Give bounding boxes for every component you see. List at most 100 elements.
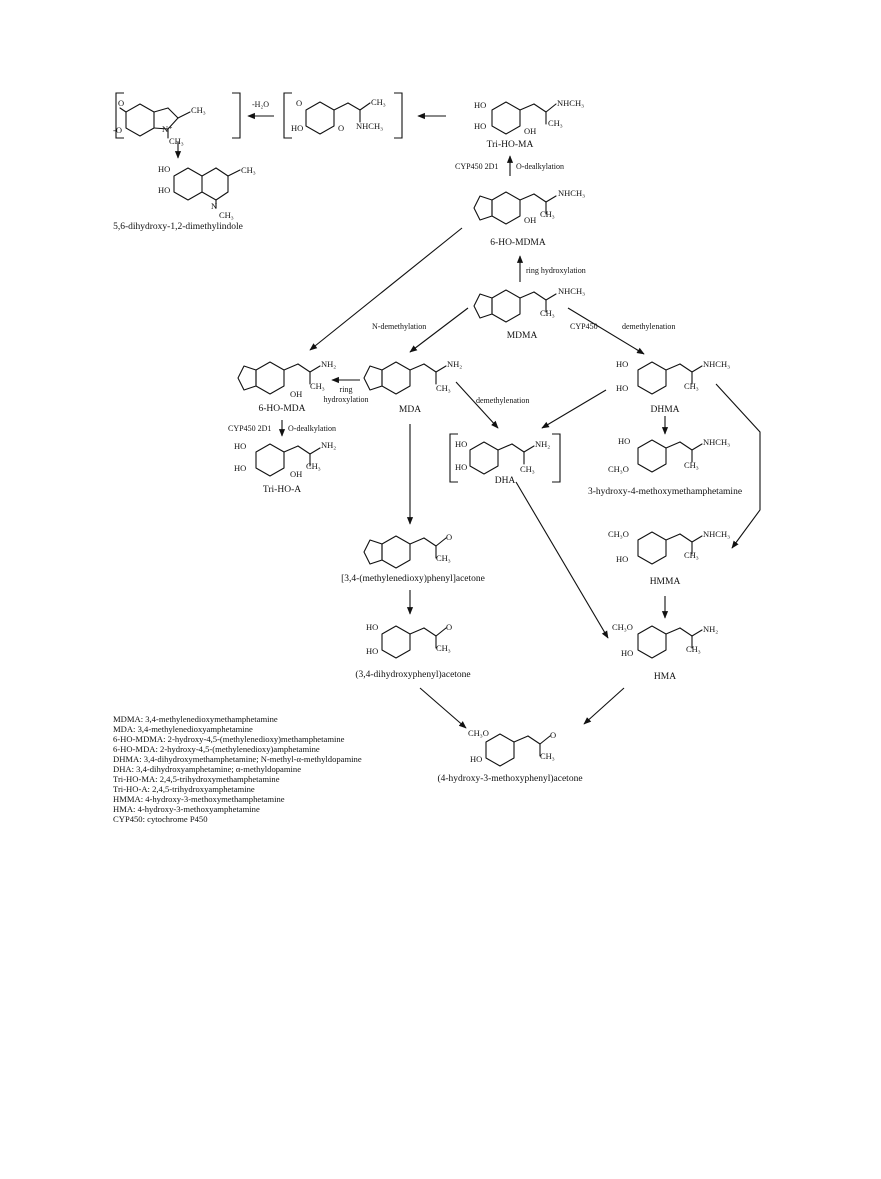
label-hmma: HMMA [649, 577, 681, 587]
label-mda: MDA [398, 405, 422, 415]
atom-ho: HO [470, 754, 483, 764]
label-tri-ho-ma: Tri-HO-MA [486, 140, 534, 150]
tri-ho-ma-structure [491, 101, 557, 135]
legend-item: HMA: 4-hydroxy-3-methoxyamphetamine [113, 804, 260, 814]
legend-item: MDMA: 3,4-methylenedioxymethamphetamine [113, 714, 278, 724]
label-indole: 5,6-dihydroxy-1,2-dimethylindole [113, 222, 243, 232]
atom-nhch3: NHCH₃ [356, 121, 384, 131]
atom-ch3: CH₃ [520, 464, 535, 474]
label-dhma: DHMA [650, 405, 680, 415]
arrow-6homdma-to-6homda [309, 227, 463, 351]
atom-ch3: CH₃ [684, 550, 699, 560]
atom-o: O [296, 98, 303, 108]
atom-nhch3: NHCH₃ [558, 286, 586, 296]
arrow-dhma-to-dha [541, 389, 607, 429]
label-tri-ho-a: Tri-HO-A [262, 485, 302, 495]
arrow-mdma-to-mda [409, 307, 469, 353]
cond-demethylenation-mda: demethylenation [476, 396, 530, 405]
atom-ch3: CH₃ [169, 136, 184, 146]
atom-ho: HO [621, 648, 634, 658]
legend-item: MDA: 3,4-methylenedioxyamphetamine [113, 724, 253, 734]
label-mdma: MDMA [506, 331, 538, 341]
trihydroxy-quinone-structure [305, 101, 371, 135]
atom-ho: HO [455, 439, 468, 449]
atom-n: N [211, 201, 218, 211]
dh-phenylacetone-structure [381, 625, 447, 659]
atom-ch3: CH₃ [684, 381, 699, 391]
atom-ch3: CH₃ [306, 461, 321, 471]
atom-ch3: CH₃ [540, 751, 555, 761]
legend-item: DHMA: 3,4-dihydroxymethamphetamine; N-me… [113, 754, 362, 764]
atom-oh: OH [290, 469, 303, 479]
cond-cyp2d1-top: CYP450 2D1 [455, 162, 499, 171]
atom-ho: HO [158, 164, 171, 174]
atom-ch3: CH₃ [436, 383, 451, 393]
atom-oh: OH [524, 126, 537, 136]
atom-o-minus: -O [113, 125, 122, 135]
atom-oh: OH [290, 389, 303, 399]
legend-item: 6-HO-MDA: 2-hydroxy-4,5-(methylenedioxy)… [113, 744, 320, 754]
atom-ch3: CH₃ [241, 165, 256, 175]
legend-item: Tri-HO-A: 2,4,5-trihydroxyamphetamine [113, 784, 255, 794]
cond-cyp450: CYP450 [570, 322, 598, 331]
tri-ho-a-structure [255, 443, 321, 477]
cond-n-demethylation: N-demethylation [372, 322, 427, 331]
6-ho-mdma-structure [473, 191, 557, 225]
cond-demethylenation-top: demethylenation [622, 322, 676, 331]
atom-ch3: CH₃ [436, 553, 451, 563]
cond-ring: ring [339, 385, 353, 394]
atom-oh: OH [524, 215, 537, 225]
atom-ho: HO [455, 462, 468, 472]
bracket-left-dha [449, 433, 458, 483]
bracket-right-dha [552, 433, 561, 483]
atom-ho: HO [474, 121, 487, 131]
arrow-dhpa-to-hmpa [419, 687, 467, 729]
bracket-right-1 [232, 92, 241, 139]
atom-nh2: NH₂ [447, 359, 463, 369]
legend-item: 6-HO-MDMA: 2-hydroxy-4,5-(methylenedioxy… [113, 734, 345, 744]
legend-item: Tri-HO-MA: 2,4,5-trihydroxymethamphetami… [113, 774, 280, 784]
atom-ho: HO [234, 463, 247, 473]
cond-odealk-bottom: O-dealkylation [288, 424, 336, 433]
atom-nhch3: NHCH₃ [703, 437, 731, 447]
atom-n-plus: N⁺ [162, 124, 173, 134]
atom-ch3: CH₃ [371, 97, 386, 107]
dha-structure [469, 441, 535, 475]
atom-ch3: CH₃ [540, 308, 555, 318]
label-md-phenylacetone: [3,4-(methylenedioxy)phenyl]acetone [341, 574, 485, 584]
label-6-ho-mda: 6-HO-MDA [258, 404, 306, 414]
atom-ho: HO [366, 646, 379, 656]
cond-hydroxylation: hydroxylation [323, 395, 369, 404]
atom-nhch3: NHCH₃ [703, 359, 731, 369]
atom-ho: HO [616, 554, 629, 564]
mda-structure [363, 361, 447, 395]
atom-ch3: CH₃ [540, 209, 555, 219]
indole-structure [173, 167, 241, 209]
atom-ho: HO [291, 123, 304, 133]
atom-ch3: CH₃ [684, 460, 699, 470]
atom-nh2: NH₂ [321, 359, 337, 369]
atom-ho: HO [158, 185, 171, 195]
atom-nh2: NH₂ [321, 440, 337, 450]
atom-ho: HO [616, 359, 629, 369]
atom-ch3: CH₃ [436, 643, 451, 653]
cond-cyp2d1-bottom: CYP450 2D1 [228, 424, 272, 433]
legend-item: HMMA: 4-hydroxy-3-methoxymethamphetamine [113, 794, 285, 804]
label-dh-phenylacetone: (3,4-dihydroxyphenyl)acetone [355, 670, 471, 680]
cond-odealk-top: O-dealkylation [516, 162, 564, 171]
3-hydroxy-4-methoxymethamphetamine-structure [637, 439, 703, 473]
hmma-structure [637, 531, 703, 565]
atom-nh2: NH₂ [535, 439, 551, 449]
atom-ho: HO [616, 383, 629, 393]
label-dha: DHA [494, 476, 516, 486]
6-ho-mda-structure [237, 361, 321, 395]
atom-ho: HO [366, 622, 379, 632]
atom-nh2: NH₂ [703, 624, 719, 634]
atom-ch3: CH₃ [548, 118, 563, 128]
cond-water-loss: -H₂O [252, 100, 270, 109]
legend-item: CYP450: cytochrome P450 [113, 814, 208, 824]
atom-ch3: CH₃ [310, 381, 325, 391]
atom-ch3o: CH₃O [468, 728, 489, 738]
hma-structure [637, 625, 703, 659]
atom-ch3o: CH₃O [608, 529, 629, 539]
